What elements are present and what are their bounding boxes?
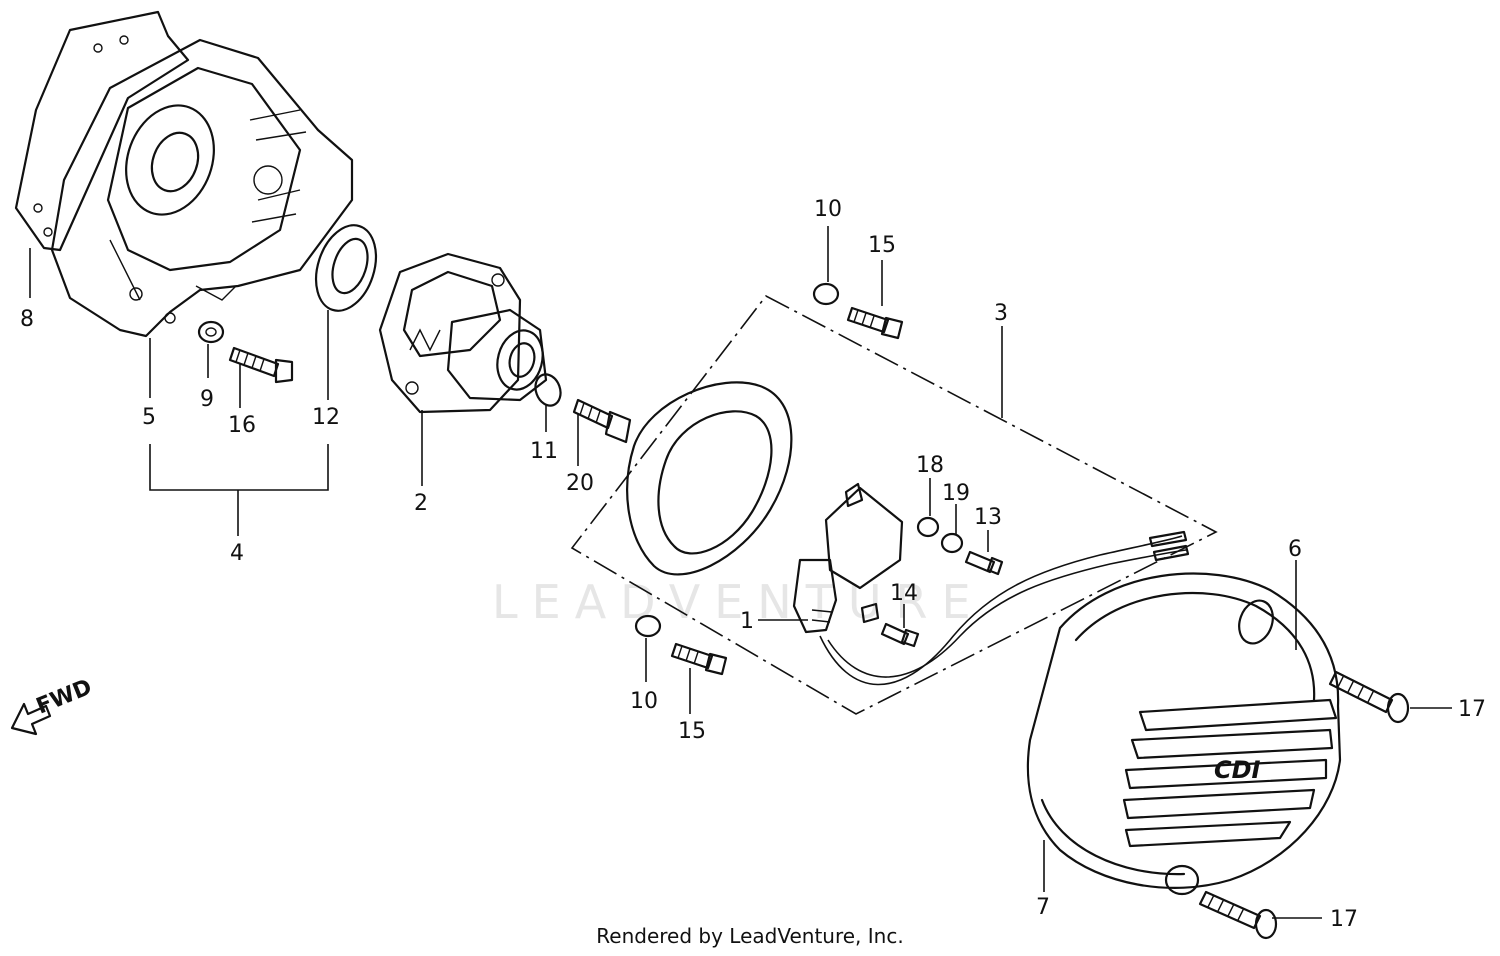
callout-5: 5 [142, 405, 156, 430]
part-17-bolt-lower [1198, 890, 1278, 940]
part-19-washer [940, 532, 964, 554]
leader-lines [29, 226, 1452, 919]
part-17-bolt-upper [1328, 670, 1410, 724]
part-1-pulser-coil [792, 482, 904, 634]
part-14-screw [860, 602, 920, 648]
fwd-arrow-icon: FWD [10, 675, 96, 736]
callout-15-lower: 15 [678, 719, 706, 744]
callout-8: 8 [20, 307, 34, 332]
callout-16: 16 [228, 413, 256, 438]
callout-18: 18 [916, 453, 944, 478]
callout-10-upper: 10 [814, 197, 842, 222]
callout-19: 19 [942, 481, 970, 506]
part-15-bolt-lower [670, 642, 728, 676]
part-11-washer [534, 373, 562, 407]
part-15-bolt-upper [846, 306, 904, 340]
callout-17-lower: 17 [1330, 907, 1358, 932]
callout-3: 3 [994, 301, 1008, 326]
footer-credit-text: Rendered by LeadVenture, Inc. [596, 924, 904, 948]
callout-11: 11 [530, 439, 558, 464]
part-5-housing [50, 38, 354, 338]
part-16-bolt [228, 346, 294, 384]
callout-1: 1 [740, 609, 754, 634]
callout-14: 14 [890, 581, 918, 606]
watermark-text: LEADVENTURE [492, 575, 985, 629]
part-2-base-assembly [378, 252, 548, 414]
part-8-gasket [14, 10, 190, 252]
part-18-washer [916, 516, 940, 538]
callout-13: 13 [974, 505, 1002, 530]
callout-9: 9 [200, 387, 214, 412]
pulser-wire-harness [819, 530, 1190, 686]
callout-17-upper: 17 [1458, 697, 1486, 722]
callout-12: 12 [312, 405, 340, 430]
part-10-washer-lower [634, 614, 662, 638]
callout-2: 2 [414, 491, 428, 516]
callout-4: 4 [230, 541, 244, 566]
callout-15-upper: 15 [868, 233, 896, 258]
footer-credit: Rendered by LeadVenture, Inc. [0, 924, 1500, 948]
part-9-washer [197, 320, 225, 344]
part-20-bolt [572, 398, 632, 444]
fwd-label: FWD [33, 675, 96, 720]
cover-cdi-text: CDI [1214, 756, 1261, 784]
part-12-oil-seal [315, 224, 377, 312]
callout-labels: 8 5 9 16 12 4 2 11 20 10 15 3 18 19 13 1… [20, 197, 1486, 932]
part-10-washer-upper [812, 282, 840, 306]
stator-plate [626, 381, 793, 576]
callout-20: 20 [566, 471, 594, 496]
callout-6: 6 [1288, 537, 1302, 562]
part-3-assembly-outline [570, 294, 1218, 715]
callout-7: 7 [1036, 895, 1050, 920]
part-6-7-cdi-cover: CDI [1026, 572, 1342, 896]
part-13-screw [964, 550, 1004, 576]
callout-10-lower: 10 [630, 689, 658, 714]
